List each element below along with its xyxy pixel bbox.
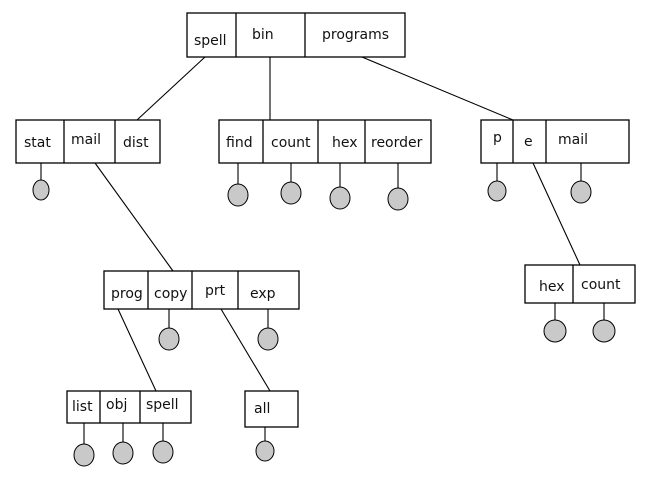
tree-edges <box>94 56 581 392</box>
node-mail-sub: prog copy prt exp <box>103 270 300 310</box>
leaf-circle <box>280 181 302 205</box>
leaf-circle <box>487 180 507 202</box>
left-key-stat: stat <box>24 135 51 151</box>
mail-sub-key-exp: exp <box>250 286 276 302</box>
root-key-programs: programs <box>322 27 389 43</box>
prog-sub-key-list: list <box>72 399 93 415</box>
node-right: p e mail <box>480 119 630 164</box>
edge-e-to-e-sub <box>532 162 581 266</box>
prog-sub-key-obj: obj <box>106 397 127 413</box>
right-key-mail: mail <box>558 132 588 148</box>
right-key-e: e <box>524 134 533 150</box>
leaf-circle <box>570 180 592 204</box>
left-key-mail: mail <box>71 132 101 148</box>
leaf-circle <box>32 179 50 201</box>
e-sub-key-count: count <box>581 277 621 293</box>
prog-sub-key-spell: spell <box>146 397 179 413</box>
leaf-circle <box>112 441 134 465</box>
root-key-bin: bin <box>252 27 274 43</box>
left-key-dist: dist <box>123 135 149 151</box>
leaf-circle <box>152 440 174 464</box>
node-prog-sub: list obj spell <box>66 390 192 424</box>
leaf-circle <box>158 327 180 351</box>
leaf-circle <box>257 327 279 351</box>
mail-sub-key-prt: prt <box>205 283 226 299</box>
middle-key-find: find <box>226 135 253 151</box>
mail-sub-key-prog: prog <box>111 286 143 302</box>
leaf-circles <box>32 163 616 467</box>
leaf-circle <box>387 187 409 211</box>
prt-sub-key-all: all <box>254 401 270 417</box>
edge-prog-to-prog-sub <box>117 308 157 392</box>
leaf-circle <box>255 440 275 462</box>
right-key-p: p <box>493 130 502 146</box>
leaf-circle <box>543 319 567 343</box>
leaf-circle <box>73 443 95 467</box>
node-prt-sub: all <box>244 390 299 428</box>
mail-sub-key-copy: copy <box>154 286 187 302</box>
e-sub-key-hex: hex <box>539 279 565 295</box>
leaf-circle <box>227 183 249 207</box>
node-middle: find count hex reorder <box>218 119 432 164</box>
edge-spell-to-left <box>136 56 206 121</box>
node-left: stat mail dist <box>15 119 161 164</box>
node-e-sub: hex count <box>524 264 636 304</box>
middle-key-hex: hex <box>332 135 358 151</box>
middle-key-reorder: reorder <box>371 135 423 151</box>
leaf-circle <box>592 319 616 343</box>
root-key-spell: spell <box>194 33 227 49</box>
leaf-circle <box>329 186 351 210</box>
edge-prt-to-prt-sub <box>220 308 271 392</box>
edge-mail-to-mail-sub <box>94 162 174 272</box>
node-root: spell bin programs <box>186 12 406 58</box>
edge-programs-to-right <box>361 56 514 121</box>
middle-key-count: count <box>271 135 311 151</box>
